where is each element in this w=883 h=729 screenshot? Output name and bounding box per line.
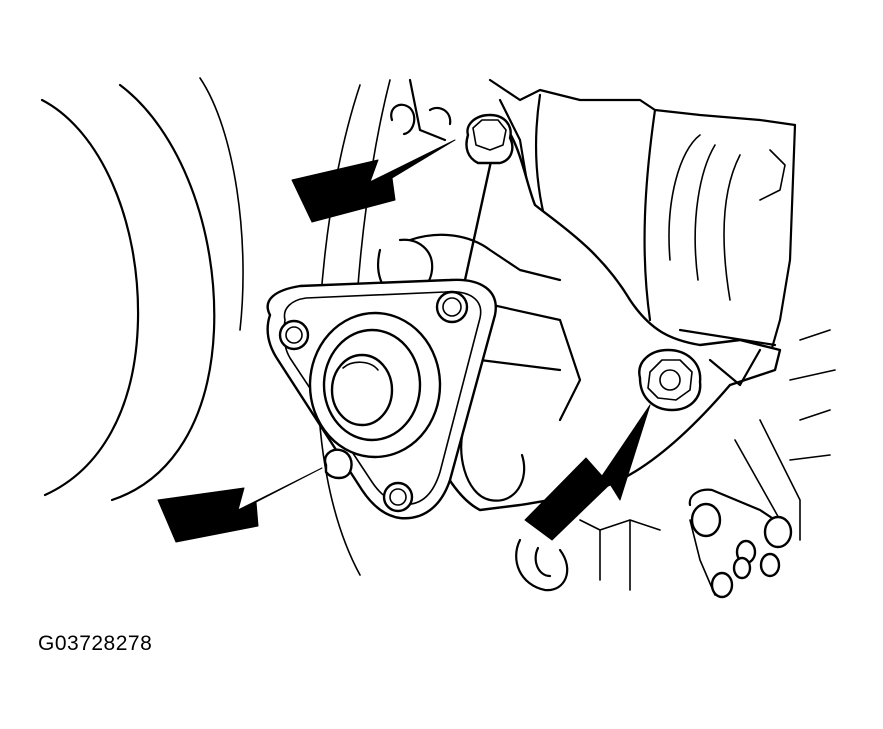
figure-id-label: G03728278 xyxy=(38,632,153,655)
bolt-top xyxy=(465,113,514,165)
bolt-right xyxy=(638,348,702,412)
support-bracket xyxy=(377,118,782,512)
triangular-flange xyxy=(266,278,497,520)
arrow-right-bolt xyxy=(524,404,651,541)
arrow-lower-left-bolt xyxy=(157,467,323,543)
bolt-lower-left xyxy=(323,448,353,480)
lower-mount-bracket xyxy=(688,488,793,599)
arrow-top-bolt xyxy=(291,139,456,223)
crankshaft-pulley xyxy=(40,77,244,502)
